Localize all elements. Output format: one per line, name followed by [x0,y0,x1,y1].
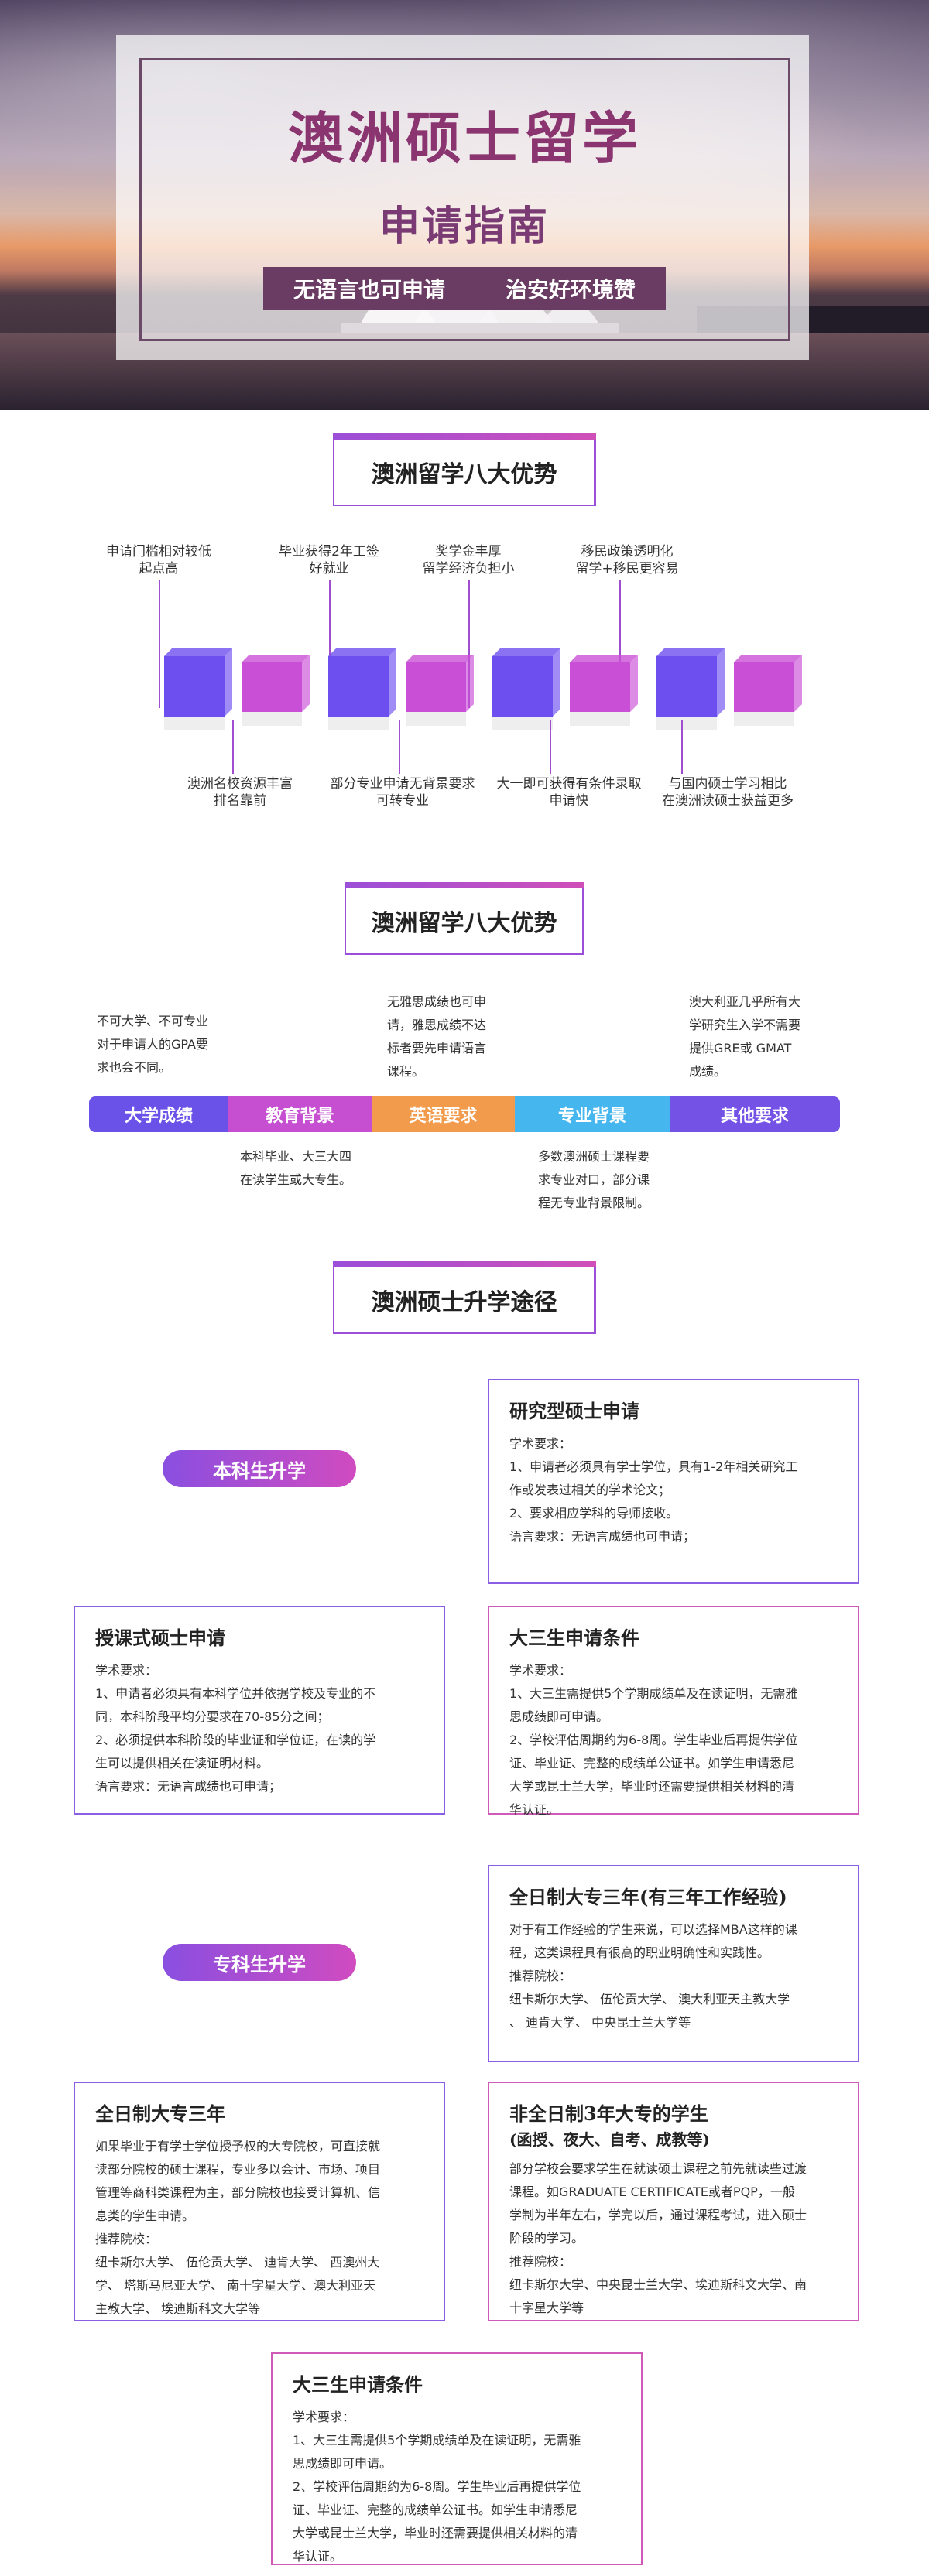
section2-heading: 澳洲留学八大优势 [345,882,584,955]
pointer-line [399,720,400,774]
advantages-diagram: 申请门槛相对较低 起点高 毕业获得2年工签 好就业 奖学金丰厚 留学经济负担小 … [0,526,929,851]
requirement-note: 多数澳洲硕士课程要 求专业对口，部分课 程无专业背景限制。 [538,1149,650,1210]
advantage-block [242,655,310,726]
card-body: 学术要求： 1、申请者必须具有本科学位并依据学校及专业的不 同，本科阶段平均分要… [95,1663,376,1794]
timeline-other-requirements: 其他要求 [670,1096,840,1132]
requirement-note: 澳大利亚几乎所有大 学研究生入学不需要 提供GRE或 GMAT 成绩。 [689,994,801,1079]
timeline-education-background: 教育背景 [228,1096,372,1132]
card-title: 全日制大专三年(有三年工作经验) [509,1886,787,1908]
heading-decoration [333,433,596,440]
requirement-note: 无雅思成绩也可申 请，雅思成绩不达 标者要先申请语言 课程。 [387,994,487,1079]
advantage-block [734,655,802,726]
requirement-note: 本科毕业、大三大四 在读学生或大专生。 [240,1149,352,1187]
hero-title: 澳洲硕士留学 [287,105,641,171]
hero-frame [139,58,790,341]
section3-title: 澳洲硕士升学途径 [333,1267,596,1334]
tagline-left: 无语言也可申请 [293,277,445,303]
timeline-major-background: 专业背景 [515,1096,670,1132]
advantage-blocks [164,648,802,730]
timeline-university-grades: 大学成绩 [89,1096,228,1132]
pointer-line [619,580,621,708]
pointer-line [681,720,683,774]
pointer-line [329,580,331,708]
section3-heading: 澳洲硕士升学途径 [333,1261,596,1334]
hero-banner: 澳洲硕士留学 申请指南 无语言也可申请 治安好环境赞 [0,0,929,410]
card-subtitle: (函授、夜大、自考、成教等) [509,2130,710,2149]
requirement-note: 不可大学、不可专业 对于申请人的GPA要 求也会不同。 [97,1014,209,1075]
card-body: 部分学校会要求学生在就读硕士课程之前先就读些过渡 课程。如GRADUATE CE… [509,2161,807,2315]
advantage-block [164,648,232,730]
hero-subtitle: 申请指南 [379,203,550,250]
research-master-card: 研究型硕士申请 学术要求： 1、申请者必须具有学士学位，具有1-2年相关研究工 … [488,1379,859,1584]
requirements-timeline: 大学成绩 教育背景 英语要求 专业背景 其他要求 [89,1096,840,1132]
card-body: 对于有工作经验的学生来说，可以选择MBA这样的课 程，这类课程具有很高的职业明确… [509,1922,797,2030]
card-body: 学术要求： 1、大三生需提供5个学期成绩单及在读证明，无需雅 思成绩即可申请。 … [509,1663,798,1817]
undergrad-path-pill: 本科生升学 [163,1450,356,1487]
card-title: 研究型硕士申请 [509,1400,639,1422]
college-full-time-card: 全日制大专三年 如果毕业于有学士学位授予权的大专院校，可直接就 读部分院校的硕士… [74,2082,445,2321]
timeline-english-requirement: 英语要求 [372,1096,515,1132]
advantage-top-label: 毕业获得2年工签 好就业 [279,544,379,576]
card-body: 学术要求： 1、申请者必须具有学士学位，具有1-2年相关研究工 作或发表过相关的… [509,1436,798,1544]
advantage-bottom-label: 澳洲名校资源丰富 排名靠前 [187,776,293,809]
card-title: 大三生申请条件 [293,2373,423,2396]
heading-decoration [333,1261,596,1267]
section2-title: 澳洲留学八大优势 [345,888,584,955]
college-work-experience-card: 全日制大专三年(有三年工作经验) 对于有工作经验的学生来说，可以选择MBA这样的… [488,1865,859,2062]
heading-decoration [345,882,584,888]
college-path-pill: 专科生升学 [163,1944,356,1981]
card-body: 如果毕业于有学士学位授予权的大专院校，可直接就 读部分院校的硕士课程，专业多以会… [95,2139,381,2316]
pointer-line [232,720,234,774]
card-title: 非全日制3年大专的学生 [509,2102,708,2125]
pointer-line [550,720,551,774]
advantage-block [492,648,560,730]
card-title: 全日制大专三年 [95,2102,225,2125]
advantage-top-label: 移民政策透明化 留学+移民更容易 [575,544,679,576]
advantage-bottom-label: 与国内硕士学习相比 在澳洲读硕士获益更多 [662,776,794,809]
card-body: 学术要求： 1、大三生需提供5个学期成绩单及在读证明，无需雅 思成绩即可申请。 … [293,2410,581,2564]
taught-master-card: 授课式硕士申请 学术要求： 1、申请者必须具有本科学位并依据学校及专业的不 同，… [74,1606,445,1815]
card-title: 授课式硕士申请 [95,1627,225,1649]
junior-requirements-card: 大三生申请条件 学术要求： 1、大三生需提供5个学期成绩单及在读证明，无需雅 思… [488,1606,859,1817]
tagline-right: 治安好环境赞 [505,277,636,303]
advantage-block [570,655,638,726]
section1-title: 澳洲留学八大优势 [333,440,596,506]
advantage-block [328,648,396,730]
advantage-block [406,655,474,726]
card-title: 大三生申请条件 [509,1627,639,1649]
non-full-time-college-card: 非全日制3年大专的学生 (函授、夜大、自考、成教等) 部分学校会要求学生在就读硕… [488,2082,859,2321]
pointer-line [159,580,160,708]
junior-requirements-card-2: 大三生申请条件 学术要求： 1、大三生需提供5个学期成绩单及在读证明，无需雅 思… [271,2352,643,2565]
advantage-top-label: 申请门槛相对较低 起点高 [106,544,211,576]
pointer-line [468,580,470,708]
advantage-bottom-label: 部分专业申请无背景要求 可转专业 [330,776,475,809]
advantage-top-label: 奖学金丰厚 留学经济负担小 [422,544,515,576]
hero-tagline: 无语言也可申请 治安好环境赞 [263,267,666,310]
advantage-bottom-label: 大一即可获得有条件录取 申请快 [496,776,642,809]
advantage-block [656,648,725,730]
section1-heading: 澳洲留学八大优势 [333,433,596,506]
